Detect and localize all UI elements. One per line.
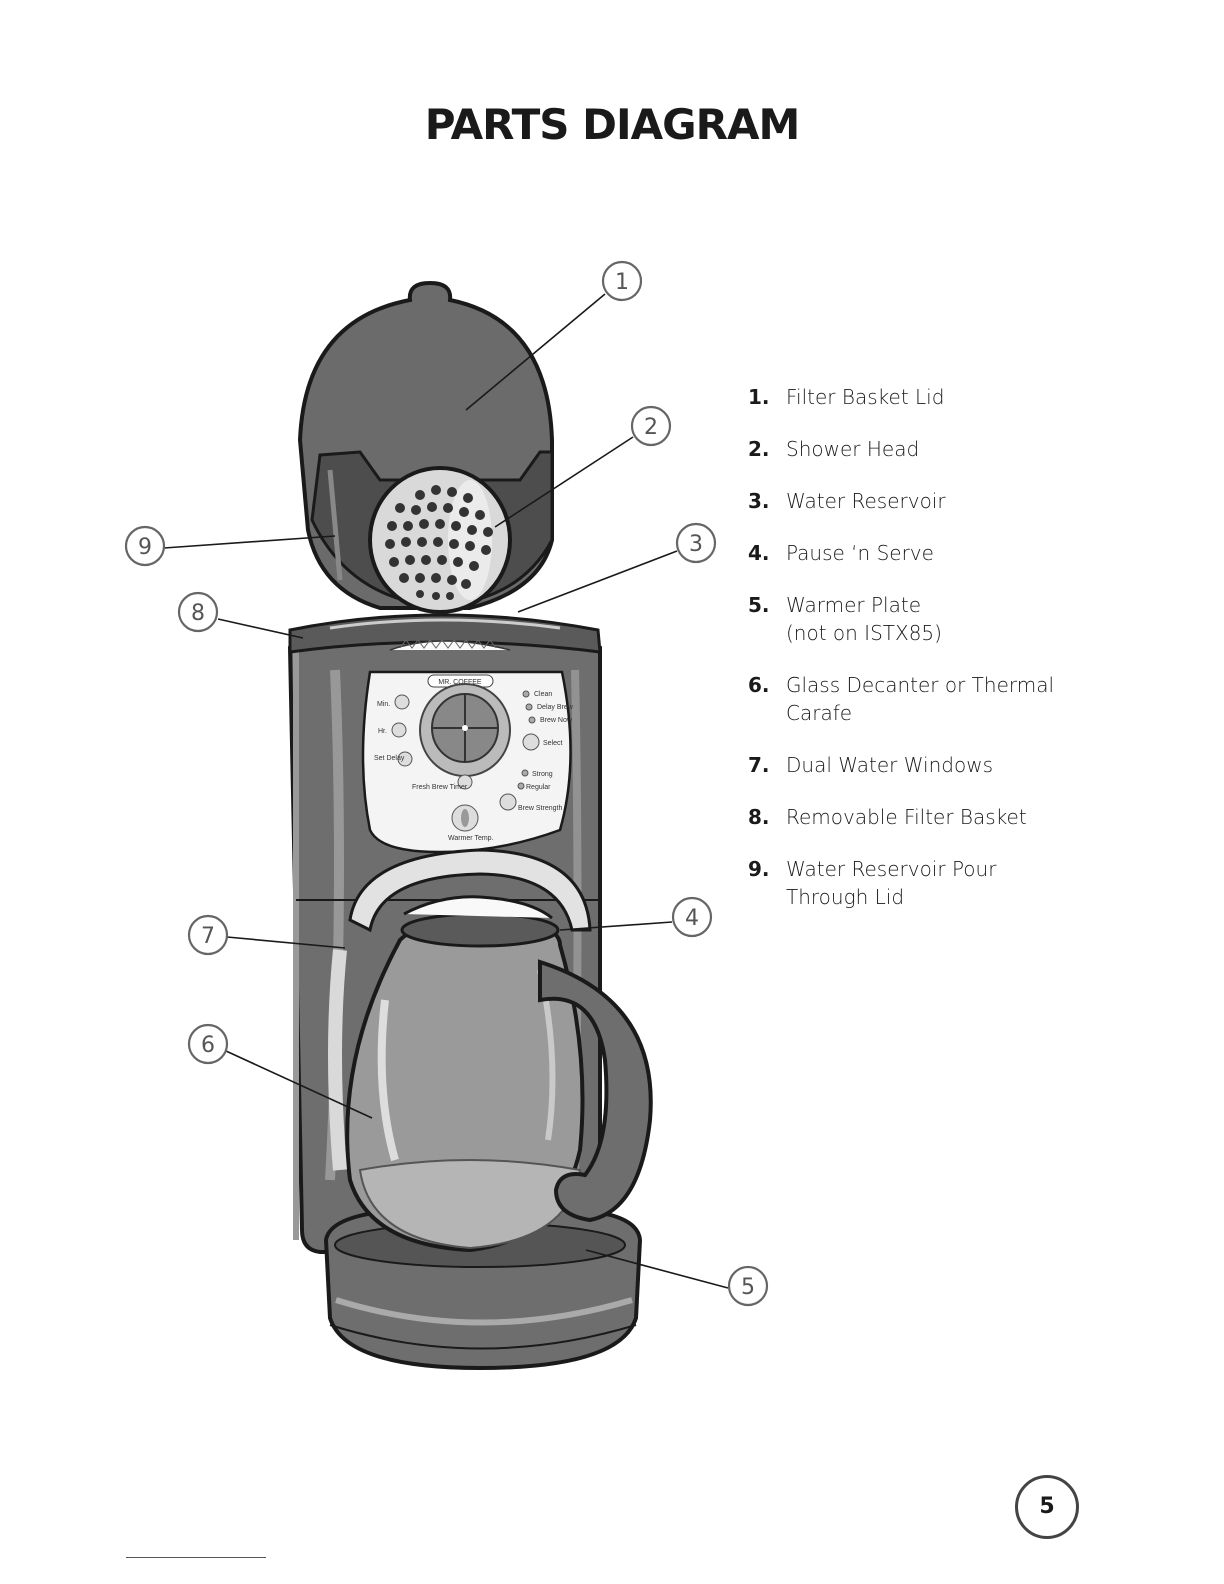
page-title: PARTS DIAGRAM xyxy=(424,100,801,149)
list-item: 3.Water Reservoir xyxy=(748,489,946,513)
callout-2: 2 xyxy=(630,405,672,447)
filter-basket xyxy=(288,613,602,654)
fresh-brew-timer-label: Fresh Brew Timer xyxy=(412,784,468,791)
svg-text:2: 2 xyxy=(644,415,658,440)
shower-head xyxy=(368,466,512,614)
list-item: 7.Dual Water Windows xyxy=(748,753,994,777)
svg-text:7: 7 xyxy=(201,924,215,949)
svg-text:3: 3 xyxy=(689,532,703,557)
svg-text:9: 9 xyxy=(138,535,152,560)
dual-water-window xyxy=(328,949,347,1171)
warmer-temp-label: Warmer Temp. xyxy=(448,835,494,842)
list-item: 5.Warmer Plate(not on ISTX85) xyxy=(748,593,942,645)
callout-3: 3 xyxy=(675,522,717,564)
footer-rule xyxy=(126,1557,266,1558)
svg-text:4: 4 xyxy=(685,906,699,931)
list-item: 4.Pause ‘n Serve xyxy=(748,541,934,565)
glass-decanter xyxy=(345,912,653,1253)
svg-text:5: 5 xyxy=(741,1275,755,1300)
pause-n-serve xyxy=(348,848,592,933)
svg-text:1: 1 xyxy=(615,270,629,295)
parts-list: 1.Filter Basket Lid 2.Shower Head 3.Wate… xyxy=(748,383,1168,935)
page-number: 5 xyxy=(1015,1475,1079,1539)
callout-5: 5 xyxy=(727,1265,769,1307)
leader-lines xyxy=(163,293,729,1289)
svg-text:8: 8 xyxy=(191,601,205,626)
callout-7: 7 xyxy=(187,914,229,956)
callout-6: 6 xyxy=(187,1023,229,1065)
brew-now-label: Brew Now xyxy=(540,717,573,724)
callout-8: 8 xyxy=(177,591,219,633)
svg-text:6: 6 xyxy=(201,1033,215,1058)
list-item: 2.Shower Head xyxy=(748,437,920,461)
callout-4: 4 xyxy=(671,896,713,938)
callout-1: 1 xyxy=(601,260,643,302)
control-panel: MR. COFFEE Min. Hr. Set Delay Clean Dela… xyxy=(361,670,574,854)
select-label: Select xyxy=(543,740,563,747)
brew-strength-label: Brew Strength xyxy=(518,805,562,812)
min-label: Min. xyxy=(377,701,390,708)
clean-label: Clean xyxy=(534,691,552,698)
brand-logo: MR. COFFEE xyxy=(438,679,481,686)
delay-brew-label: Delay Brew xyxy=(537,704,574,711)
hr-label: Hr. xyxy=(378,728,387,735)
callout-9: 9 xyxy=(124,525,166,567)
list-item: 1.Filter Basket Lid xyxy=(748,385,945,409)
regular-label: Regular xyxy=(526,784,551,791)
strong-label: Strong xyxy=(532,771,553,778)
list-item: 8.Removable Filter Basket xyxy=(748,805,1027,829)
set-delay-label: Set Delay xyxy=(374,755,405,762)
